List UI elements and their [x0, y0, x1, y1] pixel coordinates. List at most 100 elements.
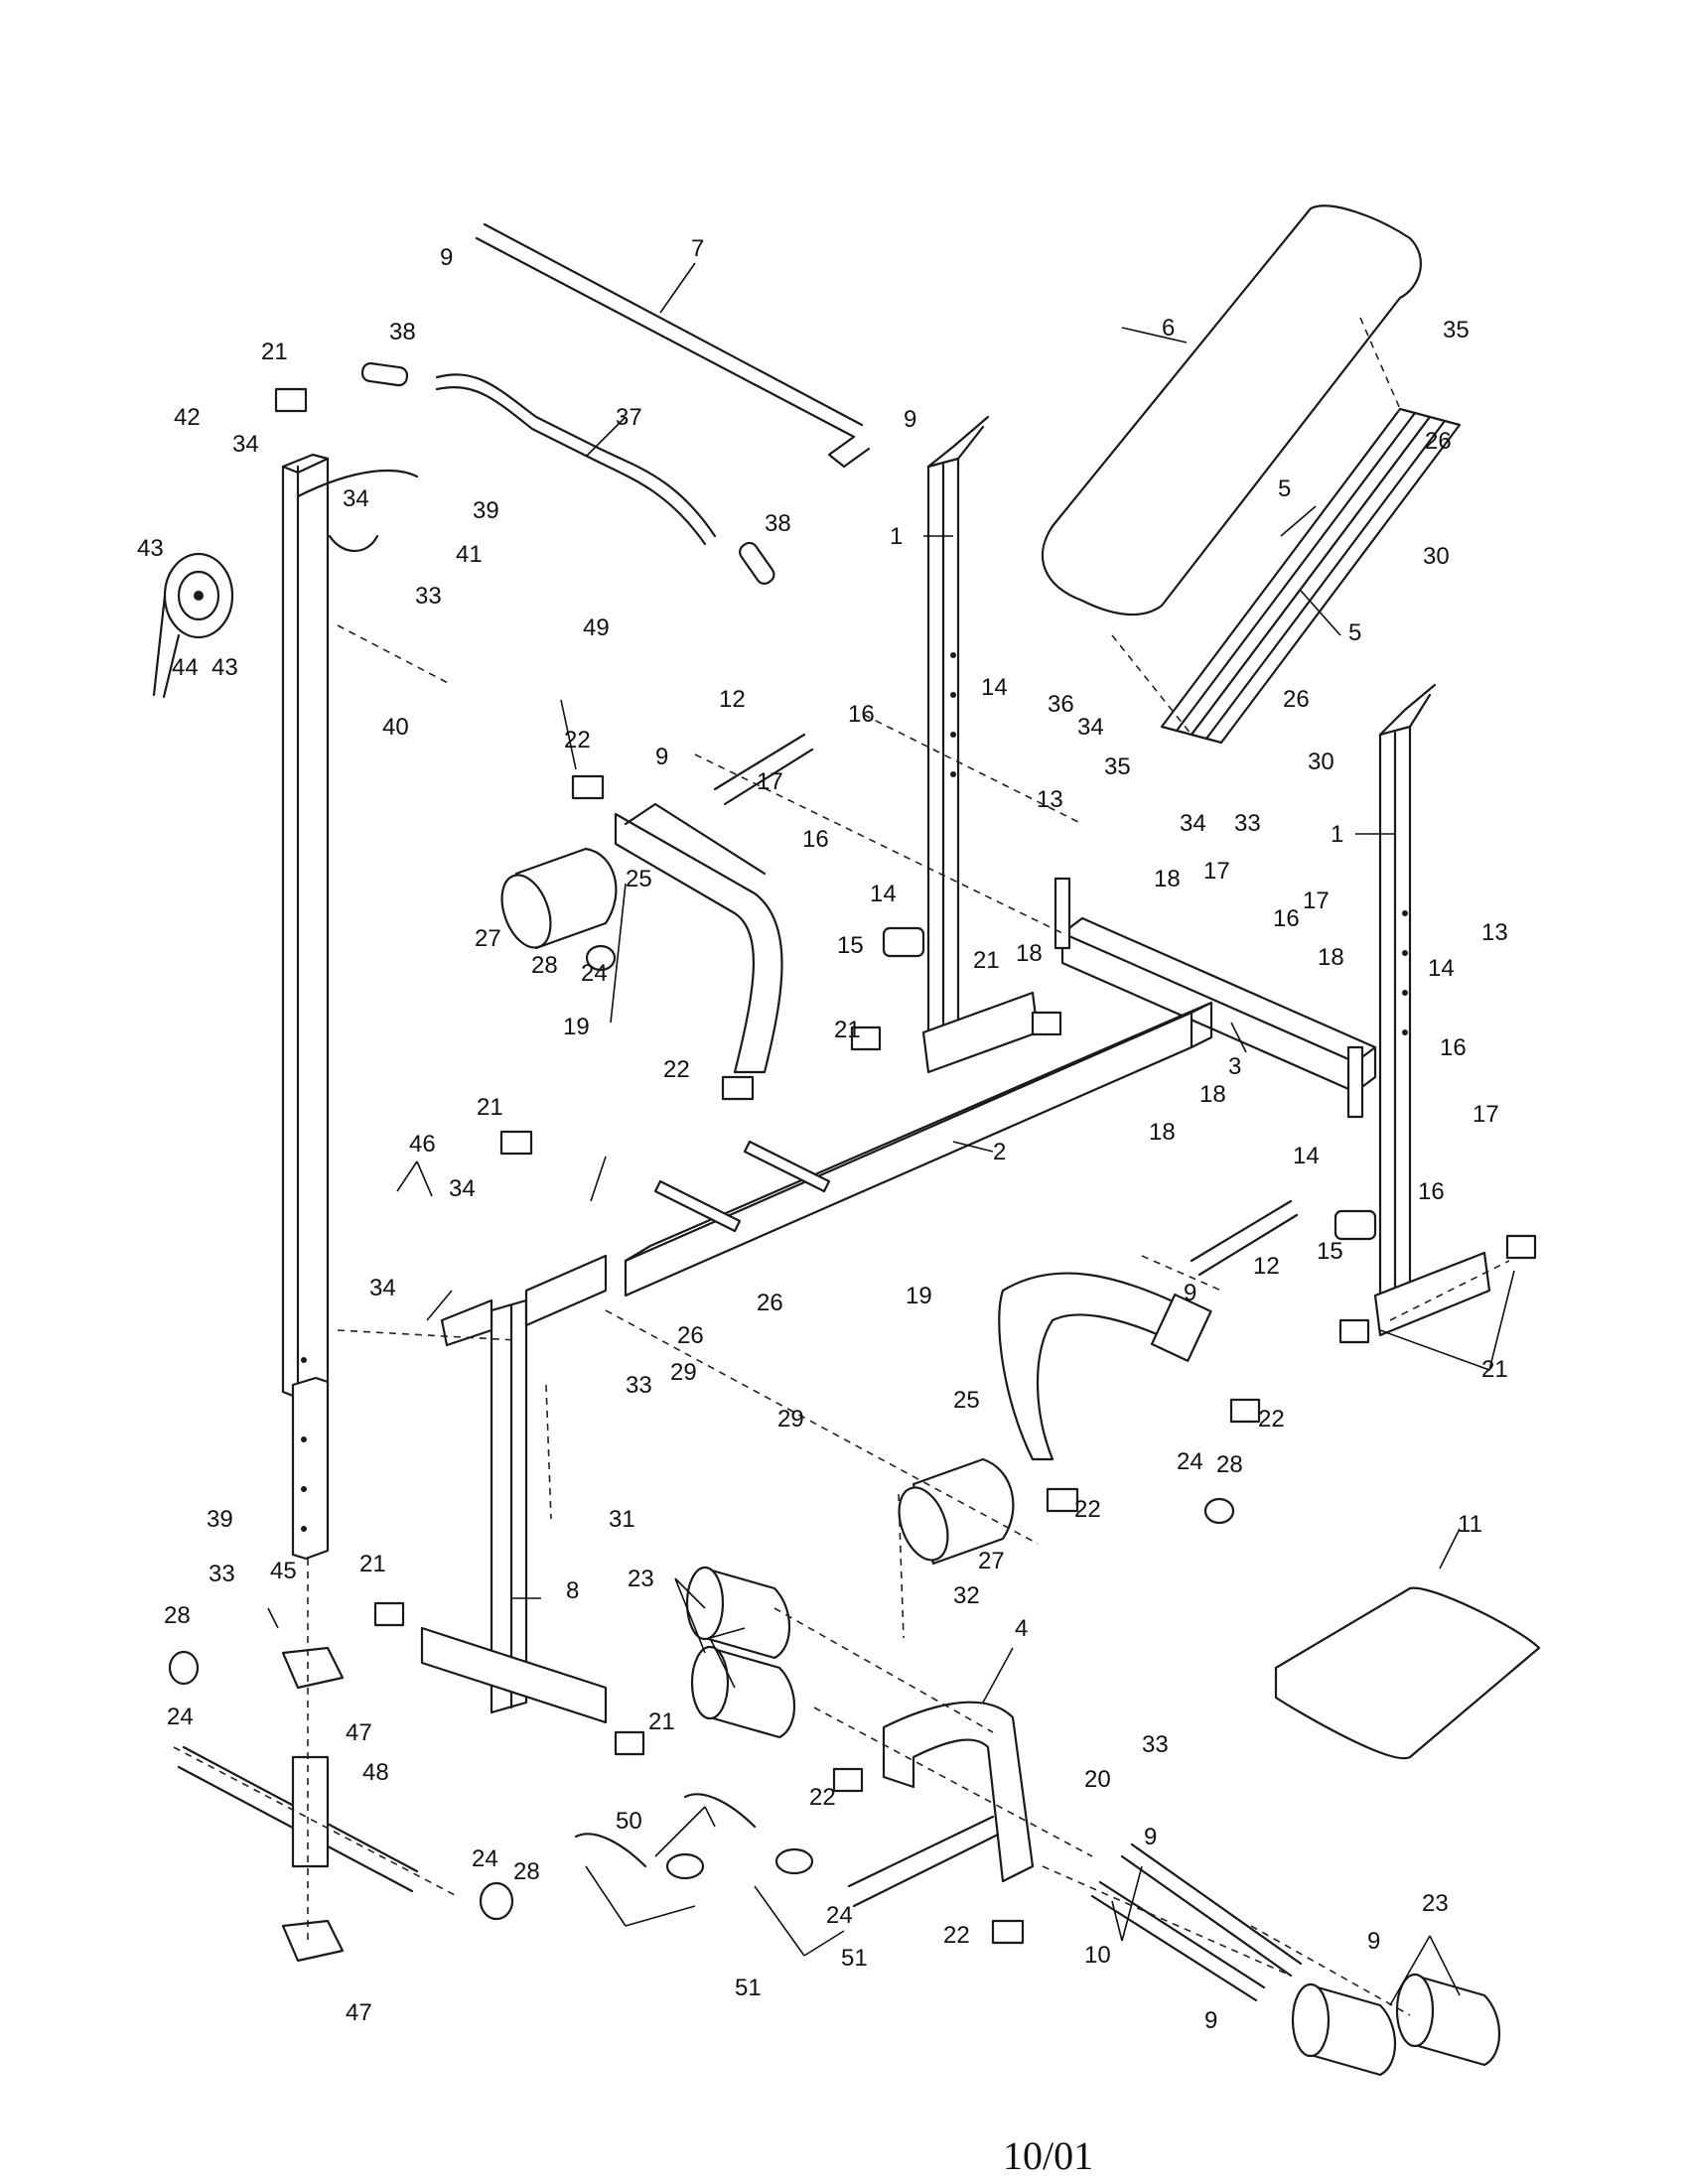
part-47-end-caps [281, 1646, 345, 1963]
part-1-upright-right [1373, 683, 1491, 1337]
callout-34-b: 34 [343, 485, 369, 512]
part-5-rails [1160, 407, 1462, 745]
part-27-roller-lower [898, 1457, 1015, 1566]
callout-18-d: 18 [1199, 1081, 1226, 1108]
callout-14-d: 14 [1293, 1143, 1320, 1169]
callout-19-lower: 19 [906, 1283, 932, 1309]
callout-9-a: 9 [440, 244, 453, 271]
callout-32: 32 [953, 1582, 980, 1609]
callout-26-b: 26 [1283, 686, 1310, 713]
callout-18-c: 18 [1318, 944, 1344, 971]
part-25-leg-hook-lower [998, 1272, 1212, 1461]
callout-17-d: 17 [1473, 1101, 1499, 1128]
callout-25-upper: 25 [626, 866, 652, 892]
callout-15-upper: 15 [837, 932, 864, 959]
callout-11: 11 [1458, 1511, 1482, 1538]
callout-34-c: 34 [1077, 714, 1104, 741]
callout-14-b: 14 [870, 881, 897, 907]
callout-17-b: 17 [1203, 858, 1230, 885]
callout-13-upper: 13 [1037, 786, 1063, 813]
callout-16-e: 16 [1418, 1178, 1445, 1205]
callout-51-left: 51 [735, 1975, 762, 2001]
callout-43-right: 43 [211, 654, 238, 681]
callout-7: 7 [691, 235, 704, 262]
callout-51-right: 51 [841, 1945, 868, 1972]
callout-16-a: 16 [848, 701, 875, 728]
callout-5-lower: 5 [1348, 619, 1361, 646]
callout-34-e: 34 [449, 1175, 476, 1202]
part-50-51-clips [574, 1793, 814, 1880]
revision-code: 10/01 [1003, 2133, 1093, 2178]
callout-30-b: 30 [1308, 749, 1334, 775]
callout-9-b: 9 [904, 406, 916, 433]
callout-28-c: 28 [164, 1602, 191, 1629]
callout-4: 4 [1015, 1615, 1028, 1642]
callout-34-d: 34 [1180, 810, 1206, 837]
callout-22-d: 22 [1074, 1496, 1101, 1523]
callout-39-upper: 39 [473, 497, 499, 524]
part-28-knobs [168, 944, 1235, 1921]
callout-48: 48 [362, 1759, 389, 1786]
callout-37: 37 [616, 404, 642, 431]
callout-24-b: 24 [1177, 1448, 1203, 1475]
callout-31: 31 [609, 1506, 635, 1533]
part-23-roller-b [690, 1645, 796, 1739]
part-23-roller-d [1395, 1973, 1501, 2067]
callout-18-a: 18 [1154, 866, 1181, 892]
callout-38-left: 38 [389, 319, 416, 345]
callout-24-c: 24 [167, 1704, 194, 1730]
callout-33-d: 33 [209, 1561, 235, 1587]
part-44-pulley [152, 469, 419, 699]
callout-35-b: 35 [1104, 753, 1131, 780]
part-21-22-caps [274, 387, 1537, 1945]
part-4-rear-upright [847, 1701, 1035, 1908]
callout-26-c: 26 [757, 1290, 783, 1316]
callout-21-g: 21 [648, 1708, 675, 1735]
callout-23-right: 23 [1422, 1890, 1449, 1917]
callout-26-a: 26 [1425, 428, 1452, 455]
callout-9-e: 9 [1144, 1824, 1157, 1850]
callout-34-a: 34 [232, 431, 259, 458]
callout-26-d: 26 [677, 1322, 704, 1349]
part-23-roller-c [1291, 1982, 1397, 2077]
part-25-leg-hook-upper [614, 802, 783, 1074]
part-2-main-beam [624, 1001, 1213, 1297]
callout-33-e: 33 [1142, 1731, 1169, 1758]
part-6-back-pad [1041, 205, 1422, 616]
callout-2: 2 [993, 1139, 1006, 1165]
callout-3: 3 [1228, 1053, 1241, 1080]
callout-35-a: 35 [1443, 317, 1470, 343]
callout-28-d: 28 [513, 1858, 540, 1885]
callout-22-e: 22 [809, 1784, 836, 1811]
callout-21-d: 21 [477, 1094, 503, 1121]
callout-36: 36 [1048, 691, 1074, 718]
callout-14-c: 14 [1428, 955, 1455, 982]
callout-8: 8 [566, 1577, 579, 1604]
callout-46: 46 [409, 1131, 436, 1158]
callout-9-g: 9 [1204, 2007, 1217, 2034]
part-27-roller-upper [500, 847, 618, 950]
callout-9-d: 9 [1184, 1280, 1196, 1306]
callout-42: 42 [174, 404, 201, 431]
callout-43-left: 43 [137, 535, 164, 562]
part-3-cross-member [1053, 877, 1377, 1119]
callout-22-a: 22 [564, 727, 591, 753]
callout-22-f: 22 [943, 1922, 970, 1949]
callout-27-upper: 27 [475, 925, 501, 952]
part-15-springs [882, 926, 1377, 1241]
parts-artwork [152, 205, 1541, 2077]
callout-22-b: 22 [663, 1056, 690, 1083]
callout-34-f: 34 [369, 1275, 396, 1301]
callout-47-upper: 47 [346, 1719, 372, 1746]
callout-49: 49 [583, 614, 610, 641]
callout-27-lower: 27 [978, 1548, 1005, 1574]
callout-44: 44 [172, 654, 199, 681]
callout-10: 10 [1084, 1942, 1111, 1969]
callout-38-right: 38 [765, 510, 791, 537]
callout-33-b: 33 [1234, 810, 1261, 837]
callout-12-lower: 12 [1253, 1253, 1280, 1280]
callout-16-b: 16 [802, 826, 829, 853]
part-37-lat-bar [360, 361, 775, 585]
callout-40: 40 [382, 714, 409, 741]
